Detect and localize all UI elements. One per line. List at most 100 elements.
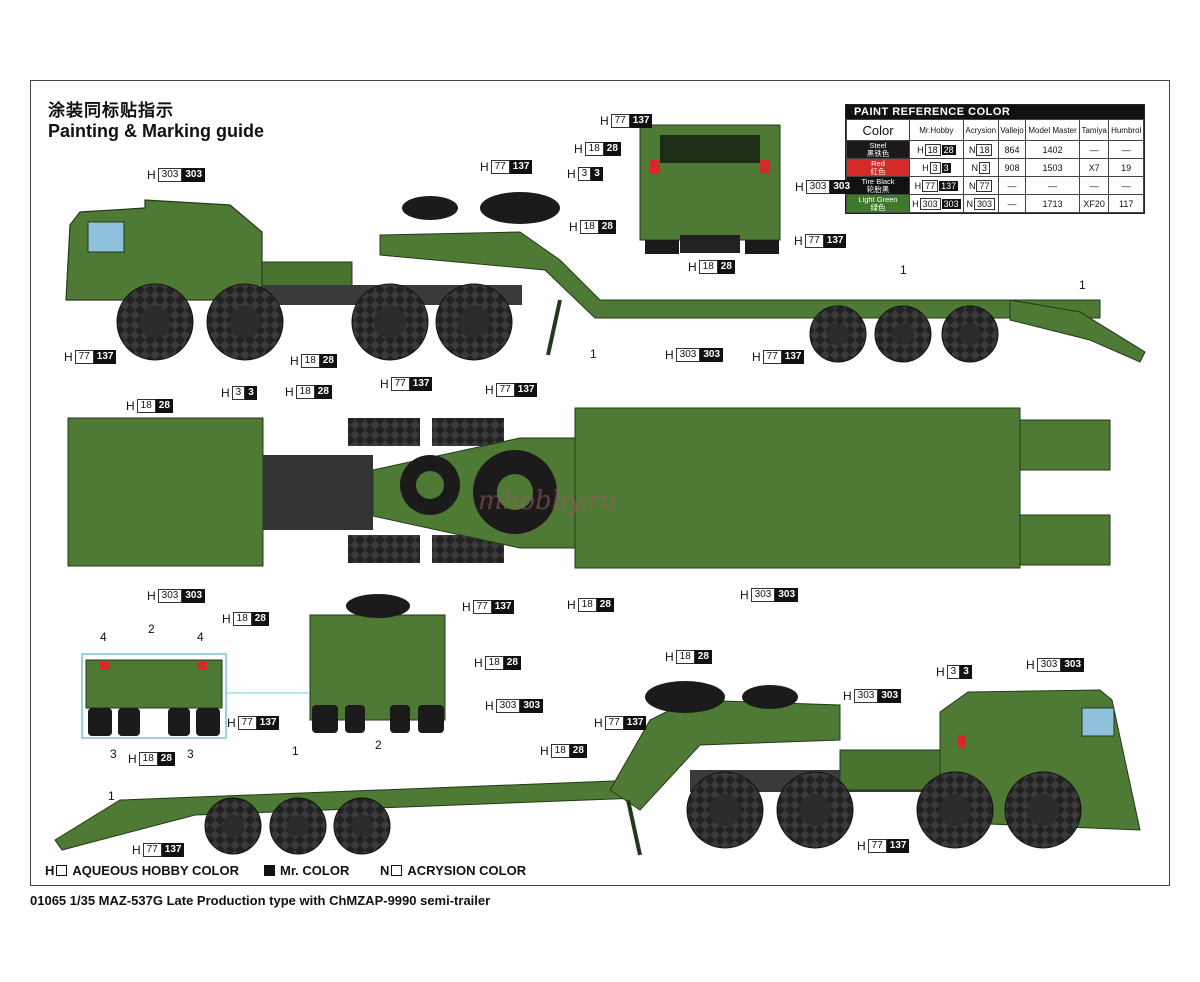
callout-prefix: H [567, 167, 576, 181]
guide-frame [30, 80, 1170, 886]
callout-code-b: 28 [694, 650, 712, 664]
paint-vallejo: 908 [997, 158, 1027, 177]
paint-vallejo: — [997, 194, 1027, 213]
paint-model-master: 1402 [1025, 140, 1080, 159]
callout-prefix: H [126, 399, 135, 413]
legend-mr-color: Mr. COLOR [262, 863, 349, 878]
paint-column-headers: Color Mr.Hobby Acrysion Vallejo Model Ma… [846, 119, 1144, 141]
col-vallejo: Vallejo [997, 119, 1027, 141]
callout-code-b: 3 [960, 665, 972, 679]
callout-code-a: 77 [804, 234, 824, 248]
callout-prefix: H [594, 716, 603, 730]
callout-code-a: 77 [495, 383, 515, 397]
legend-box-icon [56, 865, 68, 876]
callout-prefix: H [290, 354, 299, 368]
callout-code-b: 137 [161, 843, 185, 857]
watermark-text: mhobby.ru [478, 486, 618, 516]
callout-code-b: 28 [598, 220, 616, 234]
part-number: 1 [590, 347, 597, 361]
callout-code-a: 77 [762, 350, 782, 364]
callout-code-a: 77 [490, 160, 510, 174]
side-view-top [65, 192, 1146, 363]
callout-code-b: 137 [823, 234, 847, 248]
callout-code-a: 18 [136, 399, 156, 413]
callout-prefix: H [147, 589, 156, 603]
callout-code-a: 77 [472, 600, 492, 614]
callout-code-b: 137 [886, 839, 910, 853]
paint-model-master: 1713 [1025, 194, 1080, 213]
callout-code-a: 77 [390, 377, 410, 391]
callout-prefix: H [64, 350, 73, 364]
swatch-name: Tire Black [861, 176, 895, 186]
paint-tamiya: XF20 [1078, 194, 1110, 213]
callout-code-b: 28 [503, 656, 521, 670]
col-tamiya: Tamiya [1078, 119, 1110, 141]
col-model-master: Model Master [1025, 119, 1080, 141]
paint-humbrol: — [1108, 140, 1144, 159]
callout-code-b: 28 [717, 260, 735, 274]
callout-code-b: 3 [245, 386, 257, 400]
callout-code-b: 28 [155, 399, 173, 413]
part-number: 2 [375, 738, 382, 752]
callout-code-a: 303 [157, 168, 183, 182]
callout-code-a: 303 [853, 689, 879, 703]
part-number: 1 [1079, 278, 1086, 292]
callout-code-b: 137 [409, 377, 433, 391]
callout-code-a: 303 [495, 699, 521, 713]
callout-prefix: H [574, 142, 583, 156]
code-b: 137 [939, 180, 959, 191]
callout-prefix: H [285, 385, 294, 399]
part-number: 3 [187, 747, 194, 761]
footer-title: 01065 1/35 MAZ-537G Late Production type… [30, 893, 491, 908]
col-humbrol: Humbrol [1108, 119, 1144, 141]
col-mrhobby: Mr.Hobby [909, 119, 964, 141]
callout-code-b: 28 [569, 744, 587, 758]
callout-code-b: 28 [251, 612, 269, 626]
code-a: 303 [919, 197, 941, 210]
callout-prefix: H [688, 260, 697, 274]
swatch-name-cn: 绿色 [870, 202, 886, 212]
callout-code-b: 28 [603, 142, 621, 156]
callout-prefix: H [752, 350, 761, 364]
callout-code-a: 303 [675, 348, 701, 362]
paint-tamiya: X7 [1078, 158, 1110, 177]
side-view-bottom [54, 681, 1141, 856]
callout-code-a: 18 [579, 220, 599, 234]
callout-code-a: 18 [484, 656, 504, 670]
paint-model-master: — [1025, 176, 1080, 195]
callout-code-b: 28 [157, 752, 175, 766]
callout-code-a: 77 [237, 716, 257, 730]
part-number: 2 [148, 622, 155, 636]
part-number: 3 [110, 747, 117, 761]
callout-prefix: H [936, 665, 945, 679]
callout-prefix: H [480, 160, 489, 174]
